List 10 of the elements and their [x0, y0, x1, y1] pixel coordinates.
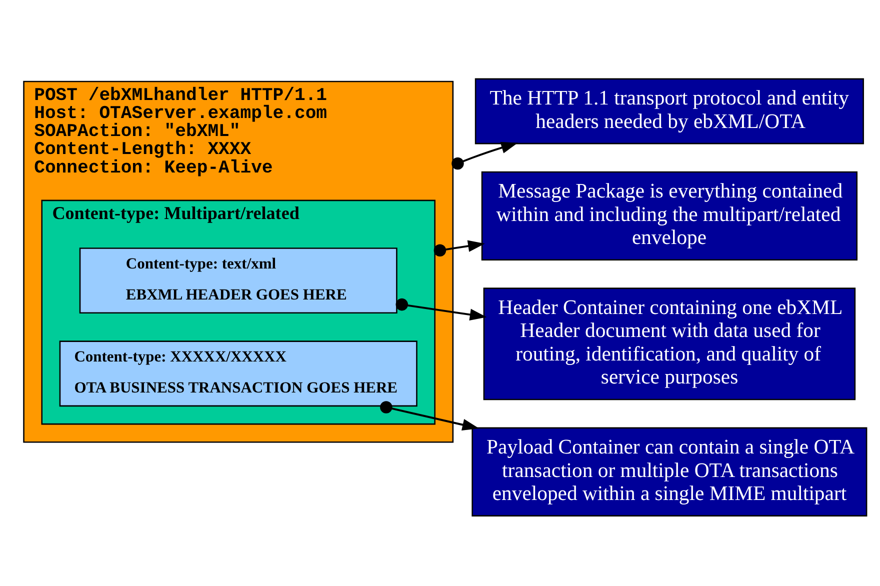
node-box: Message Package is everything contained within and including the multipart/related envelope [481, 170, 858, 260]
node-box: Content-type: XXXXX/XXXXX OTA BUSINESS TRANSACTION GOES HERE [59, 340, 418, 406]
arrow [434, 240, 485, 256]
node-box: Content-type: text/xml EBXML HEADER GOES HERE [79, 247, 398, 314]
node-box: Payload Container can contain a single OTA transaction or multiple OTA transactions enveloped within a single MIME multipart [472, 426, 868, 516]
arrow [380, 400, 480, 430]
arrow [452, 141, 518, 170]
arrow [396, 298, 487, 320]
node-box: Header Container containing one ebXML Header document with data used for routing, identification, and quality of service purposes [483, 287, 856, 400]
node-box: The HTTP 1.1 transport protocol and entity headers needed by ebXML/OTA [474, 78, 864, 144]
